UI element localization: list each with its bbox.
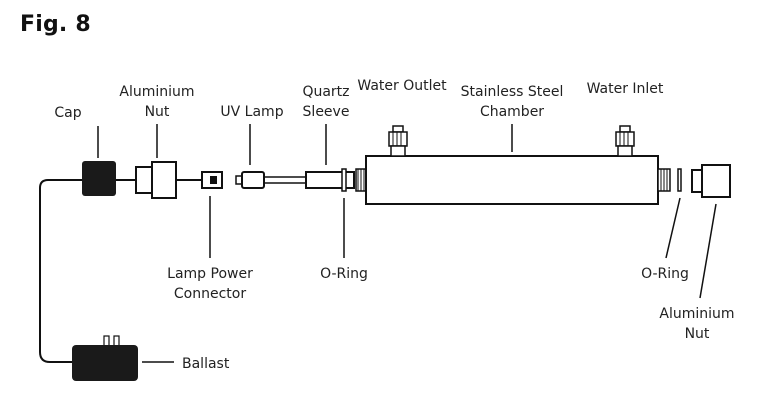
- aluminium-nut-left: [135, 161, 177, 199]
- chamber-thread-right: [657, 168, 671, 192]
- label-o-ring-left: O-Ring: [320, 266, 368, 282]
- ballast: [72, 335, 138, 381]
- water-inlet-port: [615, 125, 635, 157]
- figure-title: Fig. 8: [20, 12, 91, 37]
- stainless-steel-chamber: [365, 155, 659, 205]
- o-ring-left: [341, 168, 347, 192]
- label-uv-lamp: UV Lamp: [220, 104, 283, 120]
- label-quartz-sleeve-2: Sleeve: [303, 104, 350, 120]
- label-aluminium-nut-left-2: Nut: [145, 104, 170, 120]
- leader-nut-right: [699, 203, 717, 299]
- quartz-sleeve: [305, 171, 355, 189]
- water-outlet-port: [388, 125, 408, 157]
- label-chamber-1: Stainless Steel: [461, 84, 564, 100]
- o-ring-right: [677, 168, 682, 192]
- label-o-ring-right: O-Ring: [641, 266, 689, 282]
- lamp-power-connector: [201, 171, 223, 189]
- chamber-thread-left: [355, 168, 367, 192]
- label-lamp-power-connector-1: Lamp Power: [167, 266, 253, 282]
- aluminium-nut-right: [691, 164, 731, 198]
- label-aluminium-nut-left-1: Aluminium: [119, 84, 194, 100]
- label-aluminium-nut-right-2: Nut: [685, 326, 710, 342]
- label-quartz-sleeve-1: Quartz: [302, 84, 349, 100]
- label-water-outlet: Water Outlet: [357, 78, 447, 94]
- label-chamber-2: Chamber: [480, 104, 544, 120]
- leader-lines: [97, 124, 717, 363]
- label-water-inlet: Water Inlet: [587, 81, 664, 97]
- leader-o-ring-right: [665, 197, 681, 259]
- label-cap: Cap: [54, 105, 81, 121]
- label-lamp-power-connector-2: Connector: [174, 286, 246, 302]
- uv-lamp: [235, 171, 306, 189]
- label-ballast: Ballast: [182, 356, 230, 372]
- label-aluminium-nut-right-1: Aluminium: [659, 306, 734, 322]
- power-cable: [39, 179, 82, 363]
- cap: [82, 161, 116, 196]
